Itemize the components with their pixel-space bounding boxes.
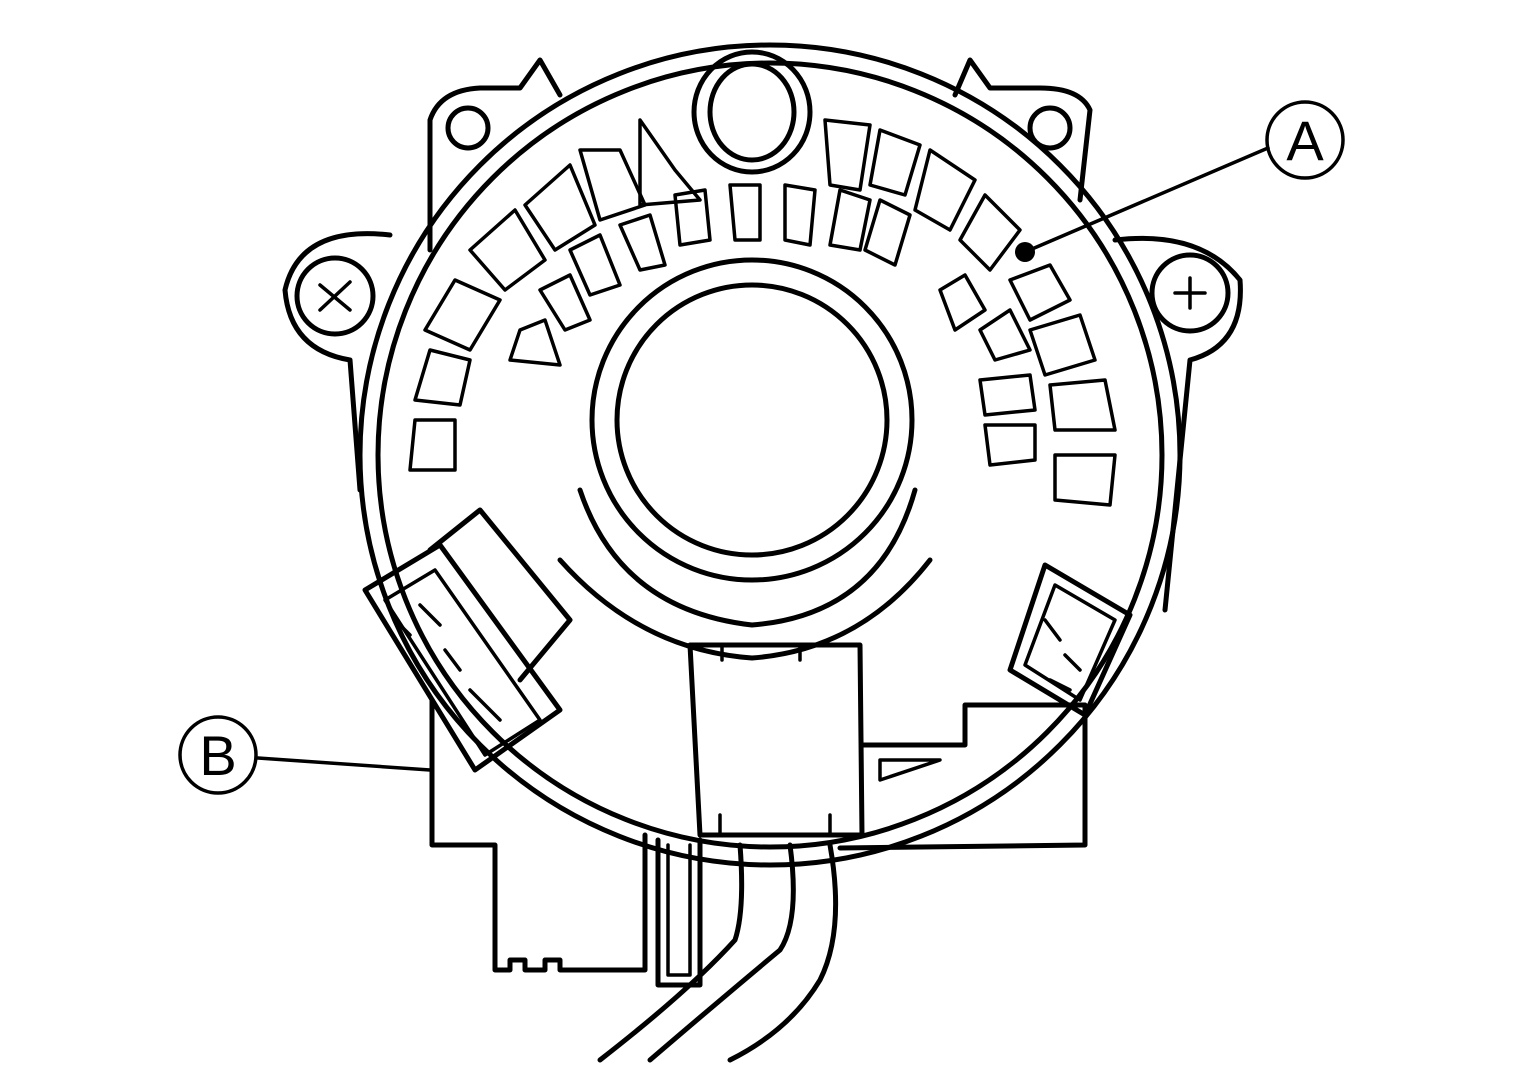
callout-a: A xyxy=(1015,100,1345,262)
leader-line-b xyxy=(256,756,432,772)
callout-label-a: A xyxy=(1286,109,1324,172)
center-bore xyxy=(557,257,933,661)
callout-circle-b xyxy=(178,715,258,795)
callout-circle-a xyxy=(1265,100,1345,180)
callout-b: B xyxy=(178,715,432,795)
bottom-body xyxy=(429,642,1088,988)
wire-harness xyxy=(597,842,839,1063)
rib-cells xyxy=(408,118,1117,507)
leader-line-a xyxy=(1023,146,1270,254)
housing xyxy=(282,42,1243,868)
left-connector xyxy=(362,507,573,773)
right-connector xyxy=(1007,562,1133,718)
leader-dot-a xyxy=(1015,242,1035,262)
callout-label-b: B xyxy=(199,724,236,787)
